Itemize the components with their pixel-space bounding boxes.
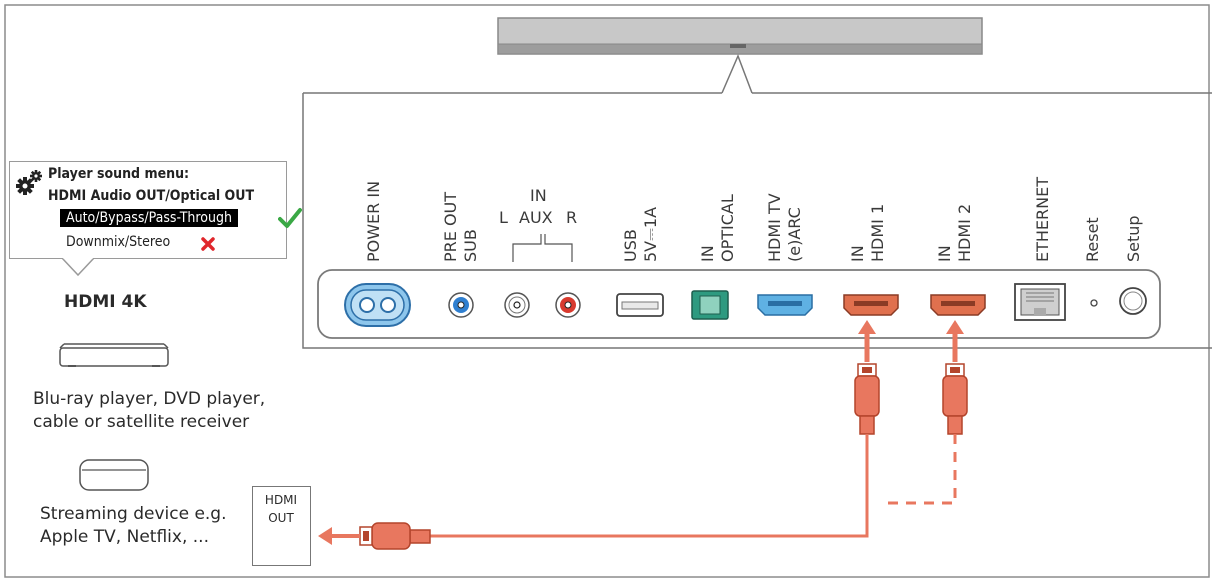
sub-out-port	[448, 292, 474, 318]
menu-subtitle: HDMI Audio OUT/Optical OUT	[48, 188, 255, 204]
label-usb-power: 5V⎓1A	[641, 207, 660, 262]
connector-strip	[317, 269, 1161, 339]
optical-port	[691, 290, 729, 320]
menu-option-downmix: Downmix/Stereo	[66, 234, 171, 250]
label-hdmi2: HDMI 2	[955, 204, 974, 262]
hdmi-out-box: HDMI OUT	[252, 486, 311, 566]
label-optical: OPTICAL	[718, 194, 737, 262]
power-in-port	[344, 283, 411, 327]
hdmi-out-cable-plug	[318, 522, 431, 550]
label-hdmi1-in: IN	[848, 245, 867, 262]
label-reset: Reset	[1083, 217, 1102, 262]
soundbar	[497, 17, 983, 55]
label-earc: (e)ARC	[785, 207, 804, 262]
ethernet-port	[1014, 283, 1066, 321]
hdmi-out-label-line1: HDMI	[264, 493, 298, 507]
hdmi-out-label-line2: OUT	[268, 511, 294, 525]
outer-frame	[4, 4, 1210, 578]
hdmi-4k-label: HDMI 4K	[64, 292, 147, 312]
reset-pinhole	[1090, 299, 1098, 307]
label-sub: SUB	[461, 229, 480, 262]
hdmi-2-port	[930, 294, 986, 316]
label-optical-in: IN	[698, 245, 717, 262]
label-hdmi-tv: HDMI TV	[765, 193, 784, 262]
label-power-in: POWER IN	[364, 181, 383, 262]
usb-port	[616, 293, 664, 317]
streaming-label-line1: Streaming device e.g.	[40, 504, 227, 524]
setup-button	[1119, 287, 1147, 315]
label-usb: USB	[621, 229, 640, 262]
aux-left-port	[504, 292, 530, 318]
bluray-label-line2: cable or satellite receiver	[33, 412, 250, 432]
cross-icon	[201, 237, 215, 251]
label-aux-l: L	[499, 208, 508, 227]
callout-pointer	[721, 54, 753, 94]
aux-right-port	[555, 292, 581, 318]
player-sound-menu-callout: Player sound menu: HDMI Audio OUT/Optica…	[9, 161, 302, 259]
check-icon	[278, 208, 302, 228]
streaming-label-line2: Apple TV, Netflix, ...	[40, 527, 209, 547]
hdmi1-cable-plug	[854, 363, 880, 435]
label-aux-in: IN	[530, 186, 547, 205]
gear-icon	[16, 170, 42, 195]
label-ethernet: ETHERNET	[1033, 177, 1052, 262]
bluray-label-line1: Blu-ray player, DVD player,	[33, 389, 266, 409]
hdmi1-cable	[430, 434, 869, 538]
menu-title: Player sound menu:	[48, 166, 190, 182]
bluray-player-icon	[59, 343, 169, 367]
menu-callout-pointer	[61, 258, 95, 277]
label-hdmi2-in: IN	[935, 245, 954, 262]
hdmi2-arrow	[946, 320, 964, 362]
hdmi2-cable-plug	[942, 363, 968, 435]
streaming-device-icon	[79, 459, 149, 491]
label-setup: Setup	[1124, 215, 1143, 262]
hdmi-arc-port	[757, 294, 813, 316]
hdmi-1-port	[843, 294, 899, 316]
label-aux: AUX	[519, 208, 553, 227]
rear-panel	[302, 92, 1212, 349]
aux-bracket	[512, 234, 573, 262]
label-hdmi1: HDMI 1	[868, 204, 887, 262]
menu-option-passthrough: Auto/Bypass/Pass-Through	[60, 209, 238, 227]
hdmi1-arrow	[858, 320, 876, 362]
label-pre-out: PRE OUT	[441, 192, 460, 262]
hdmi2-cable-dashed	[882, 434, 957, 505]
label-aux-r: R	[566, 208, 577, 227]
